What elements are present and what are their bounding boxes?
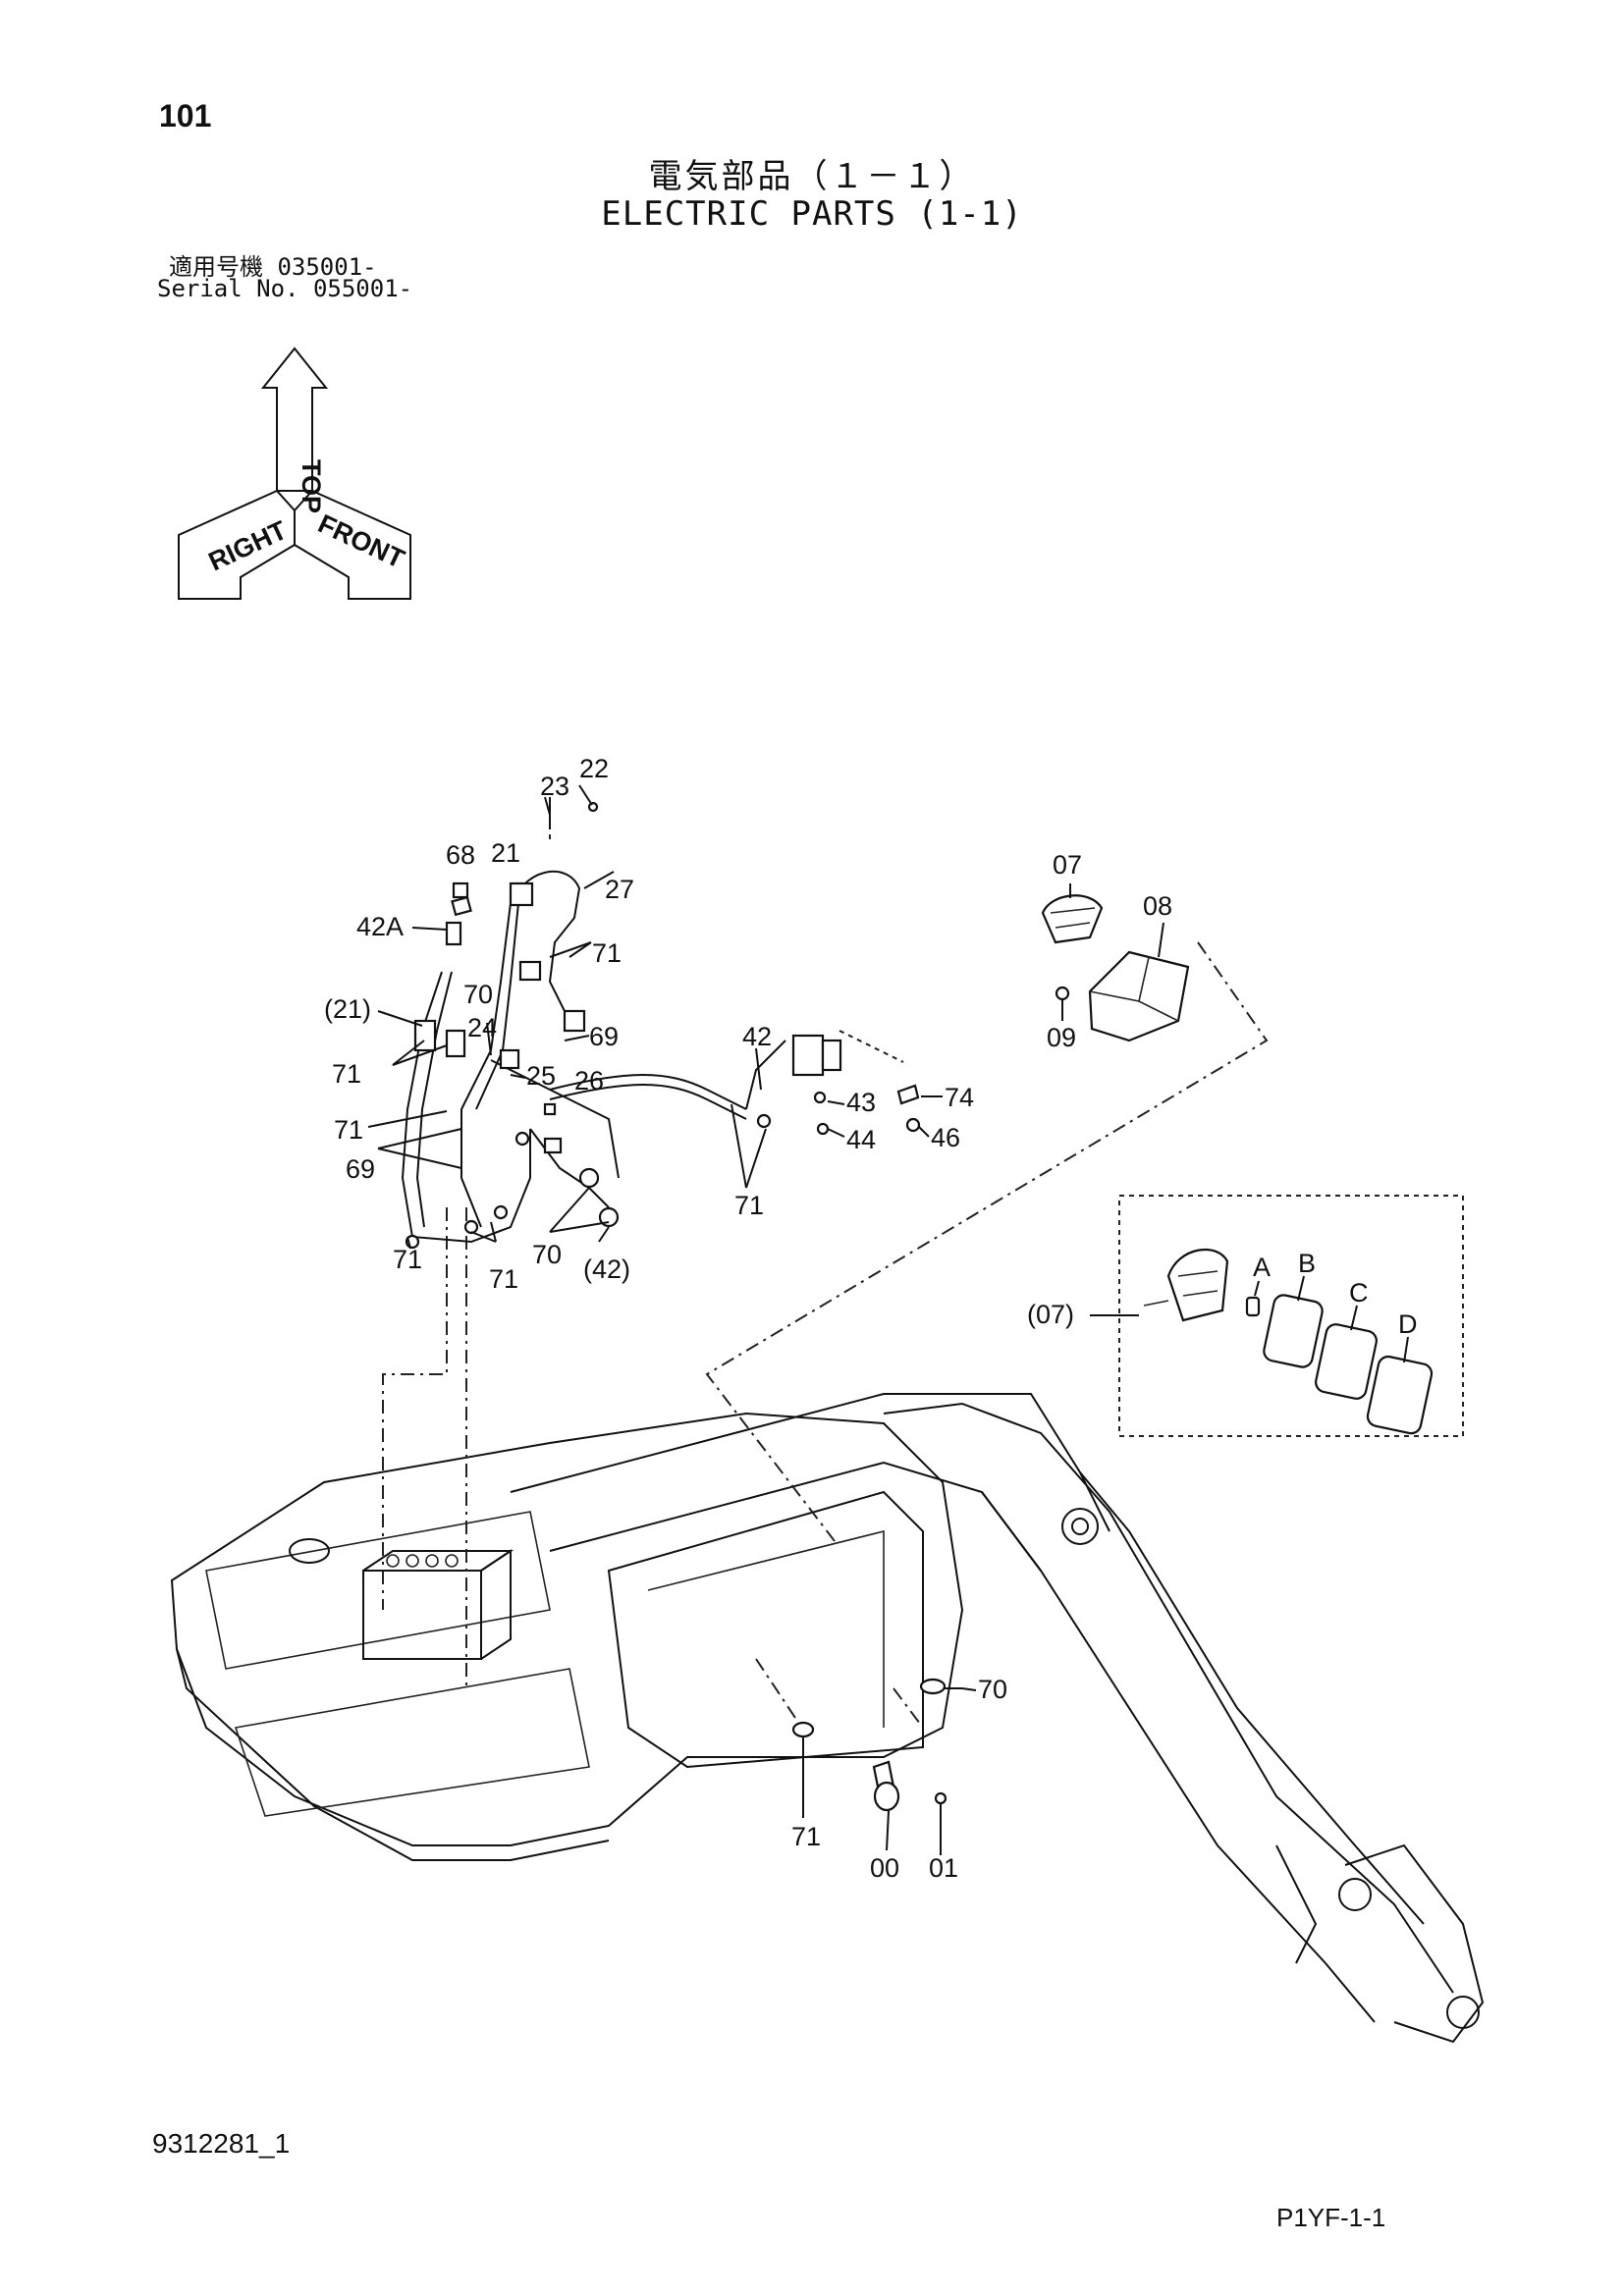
callout-42: 42 bbox=[742, 1022, 772, 1051]
page-title: ELECTRIC PARTS (1-1) bbox=[601, 194, 1023, 234]
callout-07-ref: (07) bbox=[1027, 1300, 1074, 1329]
page-code: P1YF-1-1 bbox=[1276, 2203, 1386, 2232]
callout-70: 70 bbox=[532, 1240, 562, 1269]
callout-21-ref: (21) bbox=[324, 994, 371, 1024]
lower-parts bbox=[791, 1678, 962, 1812]
callout-46: 46 bbox=[931, 1123, 960, 1152]
callout-71: 71 bbox=[393, 1245, 422, 1274]
callout-21: 21 bbox=[491, 838, 520, 868]
callout-23: 23 bbox=[540, 772, 569, 801]
callout-labels: 22 23 68 21 27 42A 71 70 (21) 24 69 25 2… bbox=[324, 754, 1418, 1883]
page-title-japanese: 電気部品（１－１） bbox=[648, 157, 976, 196]
callout-43: 43 bbox=[846, 1088, 876, 1117]
callout-71: 71 bbox=[734, 1191, 764, 1220]
callout-24: 24 bbox=[467, 1013, 497, 1042]
callout-A: A bbox=[1253, 1253, 1271, 1282]
callout-07: 07 bbox=[1053, 850, 1082, 880]
callout-71: 71 bbox=[791, 1822, 821, 1851]
serial-range: Serial No. 055001- bbox=[157, 275, 413, 302]
orientation-right-label: RIGHT bbox=[204, 515, 292, 577]
callout-69: 69 bbox=[346, 1154, 375, 1184]
callout-00: 00 bbox=[870, 1853, 899, 1883]
page-number: 101 bbox=[159, 98, 212, 133]
callout-42A: 42A bbox=[356, 912, 404, 941]
callout-71: 71 bbox=[489, 1264, 518, 1294]
excavator-frame bbox=[170, 1393, 1485, 2044]
callout-70: 70 bbox=[463, 980, 493, 1009]
callout-69: 69 bbox=[589, 1022, 619, 1051]
wire-harness bbox=[401, 796, 921, 1250]
serial-range-japanese: 適用号機 035001- bbox=[169, 253, 377, 281]
detail-box-07 bbox=[1118, 1195, 1464, 1437]
leader-lines bbox=[367, 784, 1164, 1855]
callout-22: 22 bbox=[579, 754, 609, 783]
orientation-indicator: TOP RIGHT FRONT bbox=[178, 347, 411, 600]
drawing-number: 9312281_1 bbox=[152, 2128, 291, 2159]
callout-71: 71 bbox=[332, 1059, 361, 1089]
callout-74: 74 bbox=[945, 1083, 974, 1112]
callout-71: 71 bbox=[334, 1115, 363, 1145]
callout-42-ref: (42) bbox=[583, 1255, 630, 1284]
callout-70: 70 bbox=[978, 1675, 1007, 1704]
callout-09: 09 bbox=[1047, 1023, 1076, 1052]
orientation-top-label: TOP bbox=[297, 459, 326, 513]
callout-C: C bbox=[1349, 1278, 1369, 1308]
callout-08: 08 bbox=[1143, 891, 1172, 921]
callout-D: D bbox=[1398, 1309, 1418, 1339]
callout-B: B bbox=[1298, 1249, 1316, 1278]
callout-44: 44 bbox=[846, 1125, 876, 1154]
callout-27: 27 bbox=[605, 875, 634, 904]
callout-25: 25 bbox=[526, 1061, 556, 1091]
callout-01: 01 bbox=[929, 1853, 958, 1883]
callout-68: 68 bbox=[446, 840, 475, 870]
callout-71: 71 bbox=[592, 938, 622, 968]
work-light-assembly bbox=[1041, 894, 1190, 1042]
callout-26: 26 bbox=[574, 1066, 604, 1095]
